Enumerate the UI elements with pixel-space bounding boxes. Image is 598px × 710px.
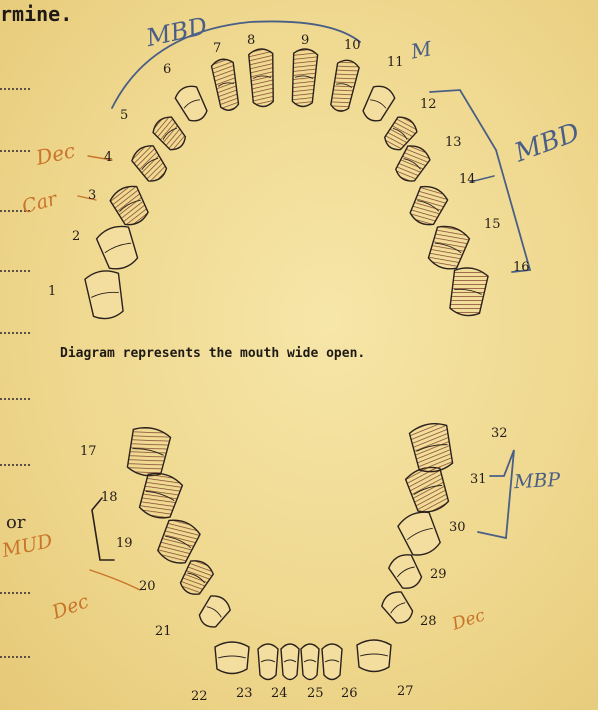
tooth-outline (125, 425, 172, 479)
tooth-outline (84, 268, 126, 321)
tooth-24 (281, 644, 299, 680)
tooth-outline (108, 182, 152, 229)
tooth-outline (425, 222, 471, 273)
tooth-16 (447, 265, 489, 318)
tooth-outline (136, 470, 184, 522)
tooth-2 (95, 222, 141, 273)
tooth-number-27: 27 (397, 684, 414, 699)
tooth-outline (359, 82, 397, 125)
tooth-outline (150, 113, 190, 154)
tooth-number-4: 4 (104, 150, 112, 165)
tooth-number-21: 21 (155, 624, 172, 639)
tooth-4 (129, 142, 171, 186)
tooth-22 (215, 642, 249, 674)
tooth-3 (108, 182, 152, 229)
tooth-30 (396, 508, 444, 560)
tooth-23 (258, 644, 278, 680)
tooth-outline (408, 421, 455, 475)
tooth-21 (195, 592, 233, 632)
tooth-outline (248, 48, 275, 107)
tooth-number-8: 8 (247, 33, 255, 48)
tooth-number-5: 5 (120, 108, 128, 123)
tooth-10 (328, 58, 360, 113)
bracket-lower-right (478, 450, 514, 538)
tooth-outline (281, 644, 299, 680)
tooth-outline (173, 82, 211, 125)
tooth-number-13: 13 (445, 135, 462, 150)
tooth-number-18: 18 (101, 490, 118, 505)
tooth-outline (447, 265, 489, 318)
tooth-outline (328, 58, 360, 113)
tooth-26 (322, 644, 342, 680)
tooth-outline (195, 592, 233, 632)
tooth-outline (406, 182, 449, 229)
tooth-number-31: 31 (470, 472, 487, 487)
tick-mark-orange (90, 570, 140, 590)
tooth-number-24: 24 (271, 686, 288, 701)
tooth-number-7: 7 (213, 41, 221, 56)
tooth-outline (301, 644, 319, 680)
tooth-number-17: 17 (80, 444, 97, 459)
tooth-29 (386, 551, 425, 593)
tooth-number-9: 9 (301, 33, 309, 48)
annotation-mbp-lower-right: MBP (513, 469, 560, 493)
tooth-27 (357, 640, 391, 672)
tooth-number-28: 28 (420, 614, 437, 629)
tooth-number-10: 10 (344, 38, 361, 53)
tooth-number-1: 1 (48, 284, 56, 299)
tooth-9 (290, 48, 318, 107)
tooth-32 (408, 421, 455, 475)
tooth-number-6: 6 (163, 62, 171, 77)
tooth-number-15: 15 (484, 217, 501, 232)
bracket-lower-left (92, 498, 114, 560)
tooth-number-3: 3 (88, 188, 96, 203)
tooth-outline (396, 508, 444, 560)
tooth-19 (154, 516, 202, 568)
tooth-17 (125, 425, 172, 479)
tooth-5 (150, 113, 190, 154)
annotation-m-upper-right: M (409, 36, 433, 63)
tooth-number-11: 11 (387, 55, 404, 70)
tooth-6 (173, 82, 211, 125)
tooth-15 (425, 222, 471, 273)
tooth-1 (84, 268, 126, 321)
tooth-18 (136, 470, 184, 522)
tooth-7 (211, 57, 242, 112)
tooth-25 (301, 644, 319, 680)
tooth-number-2: 2 (72, 229, 80, 244)
tooth-8 (248, 48, 275, 107)
tooth-number-12: 12 (420, 97, 437, 112)
tooth-number-26: 26 (341, 686, 358, 701)
tooth-number-23: 23 (236, 686, 253, 701)
tooth-outline (154, 516, 202, 568)
tooth-number-25: 25 (307, 686, 324, 701)
tooth-outline (211, 57, 242, 112)
tooth-outline (290, 48, 318, 107)
tooth-outline (379, 588, 417, 628)
tooth-number-29: 29 (430, 567, 447, 582)
tooth-28 (379, 588, 417, 628)
tooth-number-20: 20 (139, 579, 156, 594)
tooth-number-19: 19 (116, 536, 133, 551)
tooth-number-30: 30 (449, 520, 466, 535)
tooth-number-14: 14 (459, 172, 476, 187)
tooth-14 (406, 182, 449, 229)
tooth-11 (359, 82, 397, 125)
tooth-outline (129, 142, 171, 186)
tooth-number-32: 32 (491, 426, 508, 441)
tooth-number-22: 22 (191, 689, 208, 704)
tooth-number-16: 16 (513, 260, 530, 275)
tooth-outline (95, 222, 141, 273)
tooth-outline (386, 551, 425, 593)
